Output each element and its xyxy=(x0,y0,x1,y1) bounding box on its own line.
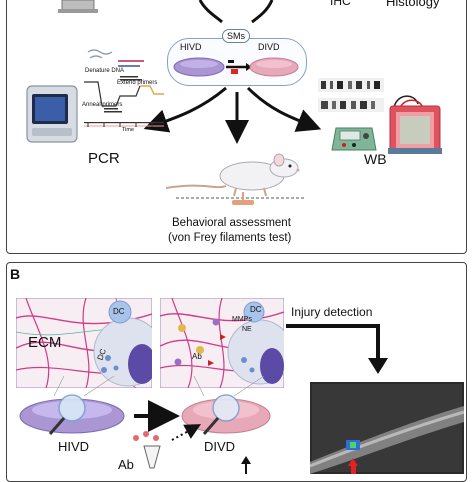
injury-detection-arrow xyxy=(286,324,388,374)
panel-b-label: B xyxy=(10,266,21,282)
rat-icon xyxy=(166,153,306,205)
wb-label: WB xyxy=(364,151,387,167)
divd-microstructure-inset xyxy=(160,298,284,388)
denature-dna-label: Denature DNA xyxy=(85,68,125,74)
ab-inset-label: Ab xyxy=(192,352,202,361)
pcr-label: PCR xyxy=(88,150,120,167)
disc-pair-illustration xyxy=(173,57,299,77)
hivd-b-label: HIVD xyxy=(58,439,90,454)
ihc-label: IHC xyxy=(330,0,351,8)
ab-label: Ab xyxy=(118,457,134,472)
pcr-profile-diagram xyxy=(84,49,164,127)
western-blot-bands xyxy=(318,78,384,112)
sms-badge: SMs xyxy=(222,29,250,43)
injury-detection-label: Injury detection xyxy=(291,305,373,319)
histology-label: Histology xyxy=(386,0,440,9)
divd-label: DIVD xyxy=(258,42,280,52)
pcr-time-axis-label: Time xyxy=(122,127,135,133)
hivd-label: HIVD xyxy=(180,42,202,52)
dc-left-label: DC xyxy=(113,307,125,316)
extend-primers-label: Extend primers xyxy=(117,80,158,86)
dc-right-label: DC xyxy=(250,305,262,314)
power-supply-icon xyxy=(331,127,377,151)
ihc-device-icon xyxy=(58,0,98,13)
behavioral-assessment-label: Behavioral assessment xyxy=(172,217,291,229)
hivd-microstructure-inset xyxy=(16,298,152,388)
pcr-machine-icon xyxy=(26,85,78,143)
electrophoresis-tank-icon xyxy=(388,95,442,154)
ne-label: NE xyxy=(242,326,252,333)
divd-b-label: DIVD xyxy=(204,439,236,454)
injury-scan-image xyxy=(310,382,464,474)
mmps-label: MMPs xyxy=(232,316,252,323)
ecm-label: ECM xyxy=(28,334,62,351)
panel-b-discs xyxy=(19,376,271,474)
von-frey-label: (von Frey filaments test) xyxy=(168,232,292,244)
